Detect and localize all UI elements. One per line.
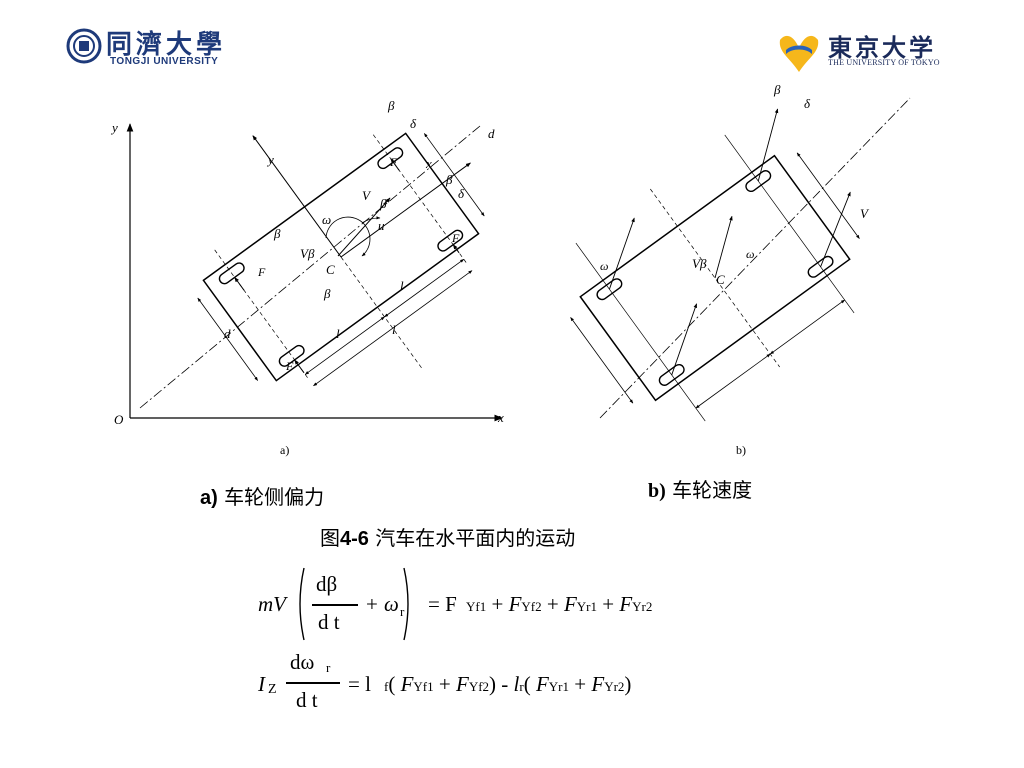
- tokyo-logo: 東京大学 THE UNIVERSITY OF TOKYO: [776, 22, 976, 72]
- vehicle-body-b: [570, 108, 860, 422]
- caption-b-prefix: b): [648, 480, 666, 502]
- beta-f2-label: β: [445, 172, 453, 187]
- V-beta-label: Vβ: [300, 246, 315, 261]
- figure-title-text: 汽车在水平面内的运动: [368, 526, 576, 550]
- F-Yf2-label: F: [451, 231, 460, 245]
- eq1-omega: ω: [384, 592, 399, 616]
- beta-r2-label: β: [323, 286, 331, 301]
- eq1-fraction-bar: [312, 604, 358, 606]
- omega-r-label: ω: [322, 212, 331, 227]
- ginkgo-icon: [779, 35, 819, 72]
- tongji-seal-icon: [66, 28, 102, 64]
- figure-title-number: 4-6: [340, 528, 369, 550]
- delta-2-label: δ: [458, 186, 465, 201]
- body-x-label: x: [425, 156, 432, 171]
- eq1-right-paren-icon: [403, 567, 409, 641]
- figure-title-prefix: 图: [320, 526, 340, 550]
- C-label: C: [326, 262, 335, 277]
- b-C-label: C: [716, 272, 725, 287]
- tokyo-name: 東京大学: [828, 33, 936, 62]
- beta-r1-label: β: [273, 226, 281, 241]
- u-label: u: [378, 218, 385, 233]
- figure-b-diagram: β δ V Vβ C ω ω b): [570, 82, 911, 457]
- caption-a-prefix: a): [200, 487, 218, 509]
- l-label: l: [392, 322, 396, 337]
- F-Yr1-label: F: [257, 265, 266, 279]
- caption-b: b) 车轮速度: [648, 474, 752, 503]
- eq2-rhs: = l: [348, 672, 371, 696]
- eq2-frac-num: dω: [290, 650, 315, 674]
- d-r-label: d: [224, 326, 231, 341]
- tongji-name: 同濟大學: [106, 30, 227, 60]
- body-y-label: y: [266, 152, 274, 167]
- l-r-label: l: [336, 326, 340, 341]
- figure-a-sublabel: a): [280, 443, 289, 457]
- eq2-frac-den: d t: [296, 688, 318, 712]
- vehicle-body: [197, 132, 485, 387]
- x-axis-label: x: [497, 410, 504, 425]
- origin-label: O: [114, 412, 124, 427]
- eq1-plus: +: [366, 592, 378, 616]
- eq1-lhs: mV: [258, 592, 286, 616]
- F-Yr2-label: F: [285, 359, 294, 373]
- delta-1-label: δ: [410, 116, 417, 131]
- b-V-label: V: [860, 206, 870, 221]
- eq1-frac-num: dβ: [316, 572, 338, 596]
- beta-f1-label: β: [387, 98, 395, 113]
- y-axis-label: y: [110, 120, 118, 135]
- b-beta-f1-label: β: [773, 82, 781, 97]
- caption-b-text: 车轮速度: [665, 478, 753, 502]
- V-label: V: [362, 188, 372, 203]
- figure-title: 图4-6 汽车在水平面内的运动: [320, 522, 575, 551]
- d-f-label: d: [488, 126, 495, 141]
- tongji-subtitle: TONGJI UNIVERSITY: [110, 56, 219, 67]
- velocity-vector: [337, 197, 391, 257]
- eq2-fraction-bar: [286, 682, 340, 684]
- b-omega-f-label: ω: [746, 247, 754, 261]
- tongji-logo: 同濟大學 TONGJI UNIVERSITY: [66, 22, 266, 72]
- eq1-rhs: = F: [428, 592, 457, 616]
- figure-a-diagram: y x O y x u V β ω Vβ: [110, 98, 504, 457]
- b-V-beta-label: Vβ: [692, 256, 707, 271]
- figure-b-sublabel: b): [736, 443, 746, 457]
- wheel-front-right: [437, 229, 464, 252]
- beta-label: β: [379, 196, 387, 211]
- eq1-left-paren-icon: [299, 567, 305, 641]
- b-omega-r-label: ω: [600, 259, 608, 273]
- F-Yf1-label: F: [389, 155, 398, 169]
- vehicle-centerline: [139, 125, 481, 409]
- caption-a: a) 车轮侧偏力: [200, 481, 324, 510]
- eq2-lhs: I: [258, 672, 265, 696]
- caption-a-text: 车轮侧偏力: [217, 485, 325, 509]
- tokyo-subtitle: THE UNIVERSITY OF TOKYO: [828, 58, 940, 67]
- l-f-label: l: [400, 278, 404, 293]
- b-delta-label: δ: [804, 96, 811, 111]
- eq1-frac-den: d t: [318, 610, 340, 634]
